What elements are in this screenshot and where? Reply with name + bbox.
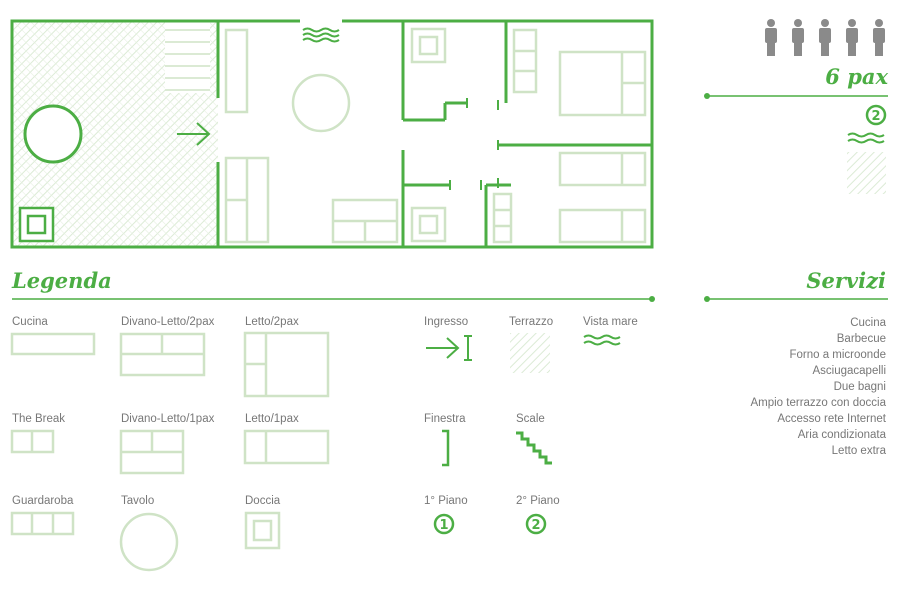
- legend-symbol-vistamare: [583, 334, 621, 346]
- floor-badge-icon: [865, 104, 887, 126]
- legend-label-cucina: Cucina: [12, 316, 48, 328]
- service-item: Forno a microonde: [789, 349, 886, 361]
- sea-view-icon: [847, 132, 885, 144]
- service-item: Due bagni: [833, 381, 886, 393]
- legend-label-letto1: Letto/1pax: [245, 413, 299, 425]
- services-title: Servizi: [806, 268, 886, 293]
- person-icon: [819, 19, 831, 56]
- legend-symbol-cucina: [10, 332, 96, 356]
- legend-symbols: 1 2: [10, 331, 621, 572]
- legend-symbol-tavolo: [119, 512, 179, 572]
- people-icons: [765, 19, 885, 56]
- floor2-badge-number: 2: [531, 518, 540, 533]
- legend-symbol-doccia: [244, 511, 281, 550]
- legend-label-divano1: Divano-Letto/1pax: [121, 413, 215, 425]
- legend-symbol-divano2: [119, 332, 206, 377]
- services-list: Cucina Barbecue Forno a microonde Asciug…: [750, 315, 886, 459]
- legend-rule: [12, 296, 655, 302]
- terrace-table: [23, 104, 83, 164]
- legend-symbol-ingresso: [426, 335, 472, 361]
- door-ticks: [449, 98, 499, 190]
- legend-label-divano2: Divano-Letto/2pax: [121, 316, 215, 328]
- service-item: Aria condizionata: [797, 429, 886, 441]
- legend-label-finestra: Finestra: [424, 413, 466, 425]
- legend-symbol-terrazzo: [510, 333, 550, 373]
- service-item: Accesso rete Internet: [777, 413, 886, 425]
- legend-symbol-piano1: 1: [433, 513, 455, 535]
- service-item: Cucina: [850, 317, 886, 329]
- entrance-arrow-icon: [177, 122, 211, 146]
- terrace-shower: [18, 206, 55, 243]
- legend-label-doccia: Doccia: [245, 495, 281, 507]
- legend-symbol-letto2: [243, 331, 330, 398]
- person-icon: [873, 19, 885, 56]
- sea-view-icon: [300, 18, 342, 43]
- legend-label-guardaroba: Guardaroba: [12, 495, 74, 507]
- legend-label-thebreak: The Break: [12, 413, 66, 425]
- legend-symbol-letto1: [243, 429, 330, 465]
- floor1-badge-number: 1: [439, 518, 448, 533]
- summary-side: 2: [704, 93, 888, 194]
- legend-symbol-piano2: 2: [525, 513, 547, 535]
- legend-label-terrazzo: Terrazzo: [509, 316, 554, 328]
- legend-symbol-finestra: [442, 429, 450, 467]
- legend-label-piano2: 2° Piano: [516, 495, 560, 507]
- legend-label-piano1: 1° Piano: [424, 495, 468, 507]
- legend-symbol-thebreak: [10, 429, 55, 454]
- furniture: [224, 27, 647, 244]
- service-item: Letto extra: [831, 445, 886, 457]
- legend-title: Legenda: [12, 268, 112, 293]
- person-icon: [792, 19, 804, 56]
- legend-label-tavolo: Tavolo: [121, 495, 155, 507]
- legend-label-letto2: Letto/2pax: [245, 316, 299, 328]
- person-icon: [846, 19, 858, 56]
- terrace-swatch: [847, 152, 886, 194]
- pax-count: 6 pax: [825, 64, 888, 89]
- floor-badge-number: 2: [871, 109, 880, 124]
- legend-label-vistamare: Vista mare: [583, 316, 638, 328]
- legend-symbol-scale: [516, 431, 552, 465]
- service-item: Asciugacapelli: [812, 365, 886, 377]
- person-icon: [765, 19, 777, 56]
- legend-symbol-divano1: [119, 429, 185, 475]
- legend-label-ingresso: Ingresso: [424, 316, 469, 328]
- legend-symbol-guardaroba: [10, 511, 75, 536]
- legend-label-scale: Scale: [516, 413, 545, 425]
- services-rule: [704, 296, 888, 302]
- stairs: [165, 29, 210, 91]
- service-item: Ampio terrazzo con doccia: [750, 397, 886, 409]
- service-item: Barbecue: [836, 333, 886, 345]
